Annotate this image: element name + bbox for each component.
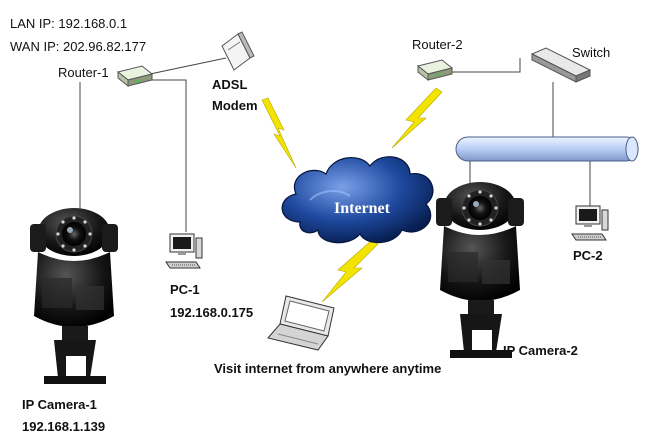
camera1-ip-label: 192.168.1.139 — [22, 419, 106, 434]
wire-router1-modem — [149, 57, 227, 75]
router-icon — [416, 59, 454, 82]
pc1-ip-label: 192.168.0.175 — [170, 305, 254, 320]
camera2-label: IP Camera-2 — [503, 343, 578, 358]
wan-ip-label: WAN IP: 202.96.82.177 — [10, 39, 147, 54]
internet-cloud-icon — [281, 156, 434, 244]
ip-camera-icon — [30, 208, 118, 384]
router2-label: Router-2 — [412, 37, 463, 52]
laptop-icon — [267, 295, 335, 351]
lightning-icon — [321, 239, 379, 303]
modem-label: Modem — [212, 98, 258, 113]
router1-label: Router-1 — [58, 65, 109, 80]
wire-router2-switch — [450, 58, 521, 73]
pc2-label: PC-2 — [573, 248, 603, 263]
ethernet-bus-icon — [455, 136, 639, 162]
visit-internet-label: Visit internet from anywhere anytime — [214, 361, 442, 376]
pc-icon — [571, 205, 609, 241]
switch-icon — [530, 47, 592, 83]
internet-label: Internet — [334, 200, 391, 217]
switch-label: Switch — [572, 45, 611, 60]
ip-camera-icon — [436, 182, 524, 358]
camera1-label: IP Camera-1 — [22, 397, 97, 412]
router-icon — [116, 65, 154, 88]
pc-icon — [165, 233, 203, 269]
lan-ip-label: LAN IP: 192.168.0.1 — [10, 16, 128, 31]
wire-router1-pc1 — [150, 79, 187, 232]
adsl-label: ADSL — [212, 77, 248, 92]
adsl-modem-icon — [221, 31, 255, 71]
pc1-label: PC-1 — [170, 282, 200, 297]
network-wires — [79, 57, 591, 232]
lightning-icon — [391, 87, 443, 149]
lightning-icon — [261, 97, 297, 169]
